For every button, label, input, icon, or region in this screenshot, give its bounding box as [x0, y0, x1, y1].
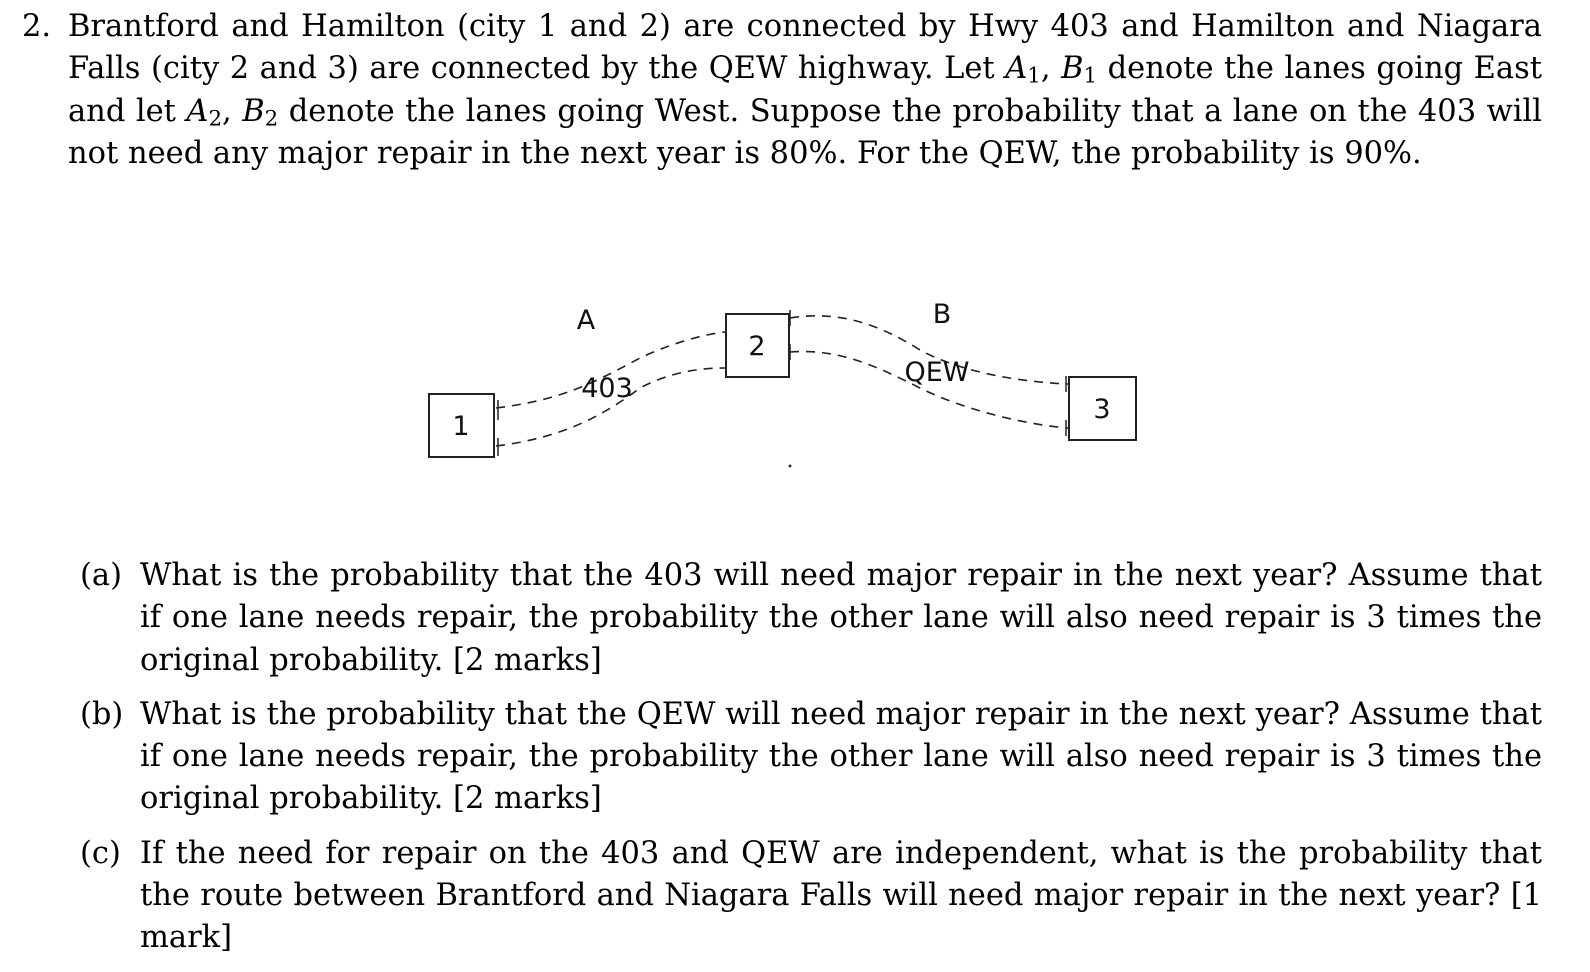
question-label: (b): [80, 696, 124, 732]
city-3-label: 3: [1093, 394, 1110, 425]
question-text: What is the probability that the QEW wil…: [140, 696, 1542, 817]
lane-a-qew: [789, 315, 1069, 385]
problem-text-2: denote the lanes going East and let: [68, 51, 1543, 129]
highway-qew-label: QEW: [904, 357, 969, 388]
city-2-box: [725, 313, 790, 378]
question-a: (a) What is the probability that the 403…: [80, 555, 1542, 682]
highway-diagram: 1 2 3 A B 403 QEW: [400, 280, 1180, 480]
var-a1: A: [1005, 51, 1028, 87]
problem-number: 2.: [22, 9, 52, 44]
lane-b-403: [495, 367, 726, 447]
problem-statement: 2. Brantford and Hamilton (city 1 and 2)…: [22, 6, 1542, 175]
question-text: What is the probability that the 403 wil…: [140, 558, 1542, 678]
sub-questions: (a) What is the probability that the 403…: [80, 555, 1542, 972]
lane-b-label: B: [933, 299, 952, 330]
problem-text-1: Brantford and Hamilton (city 1 and 2) ar…: [68, 9, 1542, 87]
city-1-label: 1: [452, 411, 469, 442]
lane-a-label: A: [577, 305, 596, 336]
separator: ,: [1040, 51, 1062, 87]
stray-dot: [788, 464, 792, 468]
separator: ,: [222, 93, 243, 129]
highway-diagram-svg: 1 2 3 A B 403 QEW: [428, 299, 1137, 468]
var-b1: B: [1061, 51, 1084, 87]
highway-qew-lanes: [789, 315, 1069, 429]
problem-text-3: denote the lanes going West. Suppose the…: [68, 93, 1542, 171]
lane-a-403: [495, 331, 726, 409]
highway-403-label: 403: [581, 373, 633, 404]
question-label: (c): [80, 835, 121, 871]
var-a2: A: [186, 93, 209, 129]
question-label: (a): [80, 558, 122, 593]
question-c: (c) If the need for repair on the 403 an…: [80, 833, 1542, 960]
question-b: (b) What is the probability that the QEW…: [80, 694, 1542, 821]
problem-body: Brantford and Hamilton (city 1 and 2) ar…: [68, 6, 1542, 175]
lane-b-qew: [789, 350, 1069, 429]
var-a1-sub: 1: [1027, 63, 1041, 89]
var-b2: B: [242, 93, 265, 129]
city-1-box: [428, 393, 495, 458]
var-a2-sub: 2: [208, 106, 223, 132]
city-boxes: [428, 313, 1137, 458]
city-2-label: 2: [748, 331, 765, 362]
question-text: If the need for repair on the 403 and QE…: [140, 835, 1542, 956]
city-3-box: [1068, 376, 1137, 441]
var-b2-sub: 2: [264, 106, 279, 132]
var-b1-sub: 1: [1083, 63, 1098, 89]
